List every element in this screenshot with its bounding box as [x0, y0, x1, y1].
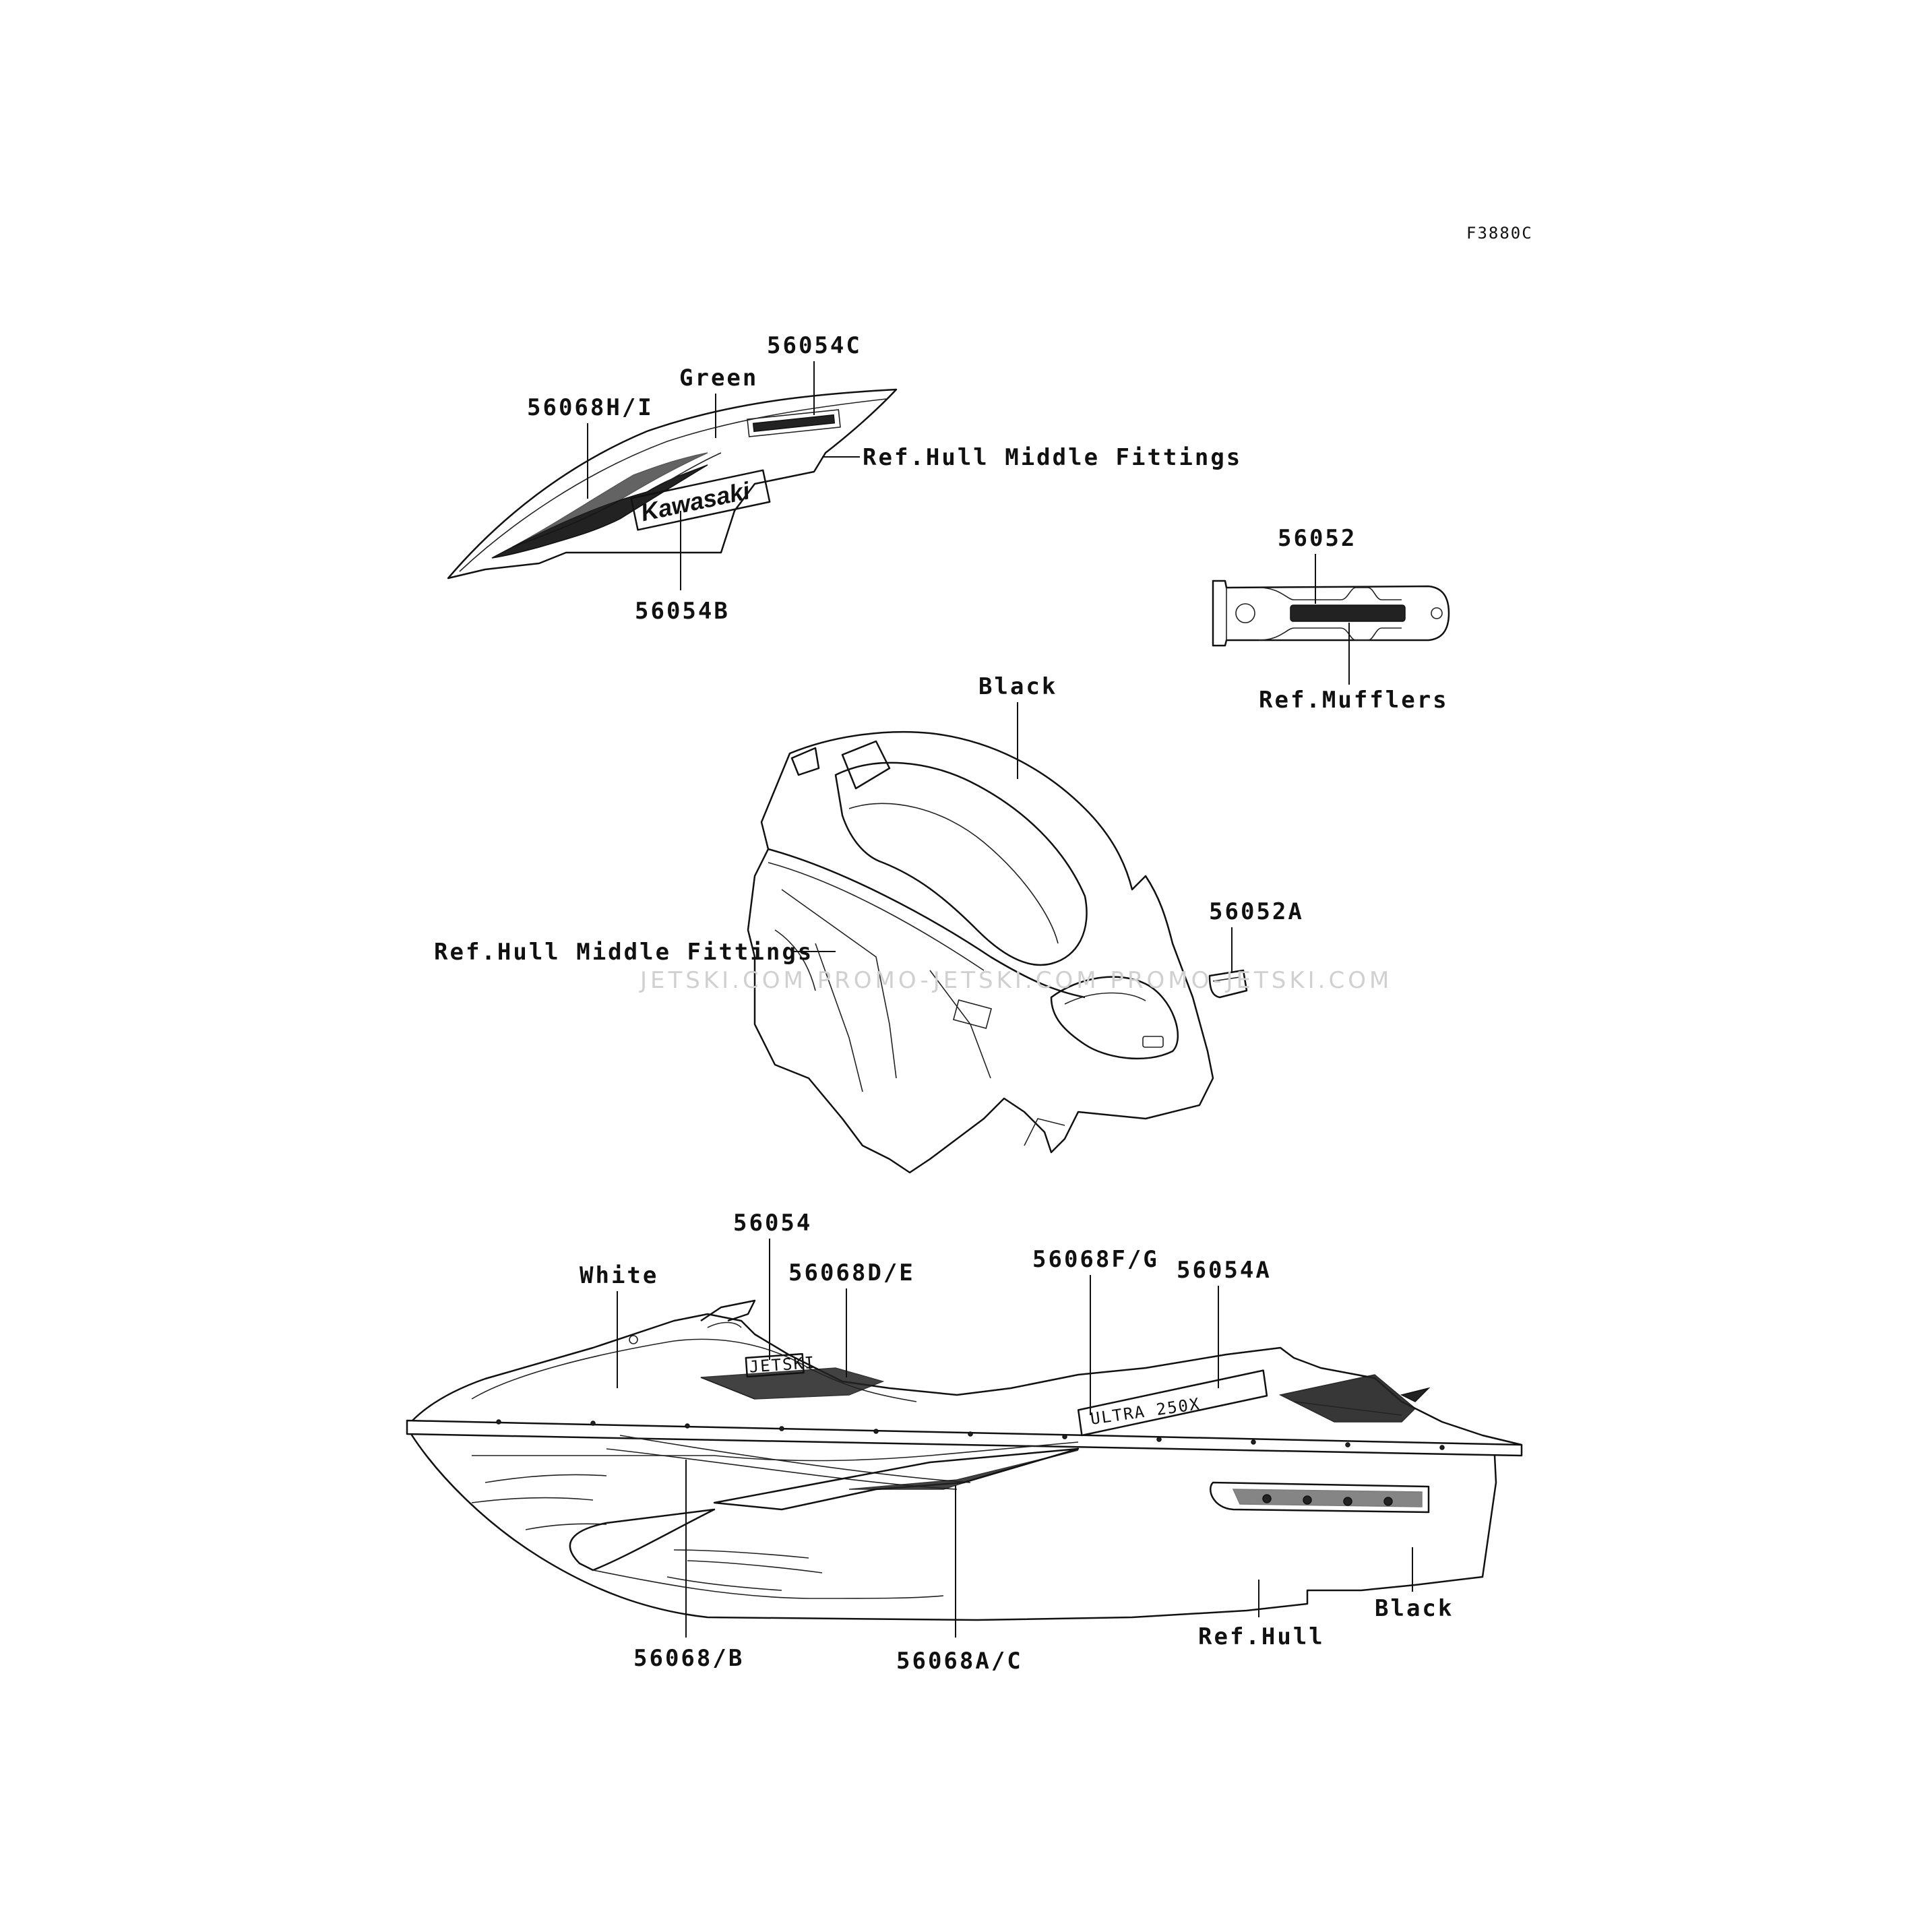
diagram-code: F3880C	[1466, 224, 1533, 243]
label-black-middle: Black	[978, 673, 1057, 700]
muffler-badge	[1290, 604, 1406, 622]
decal-56052a	[1208, 969, 1248, 999]
label-ref-hull-middle-top: Ref.Hull Middle Fittings	[863, 444, 1242, 471]
label-56052: 56052	[1278, 525, 1357, 552]
muffler-decal	[1212, 580, 1450, 647]
label-56068hi: 56068H/I	[527, 394, 654, 421]
ultra-logo: ULTRA 250X	[1089, 1394, 1202, 1429]
label-ref-mufflers: Ref.Mufflers	[1259, 687, 1449, 714]
hull-middle-fittings	[747, 730, 1214, 1174]
label-ref-hull-middle-left: Ref.Hull Middle Fittings	[434, 939, 813, 966]
label-56068de: 56068D/E	[788, 1259, 915, 1286]
label-56068ac: 56068A/C	[896, 1648, 1023, 1675]
label-black-hull: Black	[1375, 1595, 1454, 1622]
label-56068fg: 56068F/G	[1032, 1246, 1159, 1273]
hull-side-view: JETSKI ULTRA 250X	[406, 1299, 1523, 1621]
jetski-logo-frame	[745, 1352, 805, 1378]
label-56054a: 56054A	[1177, 1257, 1272, 1284]
watermark: JETSKI.COM PROMO-JETSKI.COM PROMO-JETSKI…	[639, 967, 1392, 994]
label-56054: 56054	[733, 1210, 812, 1237]
label-ref-hull: Ref.Hull	[1198, 1623, 1325, 1650]
side-panel-decal: Kawasaki	[447, 388, 898, 580]
badge-56054c	[752, 414, 836, 433]
label-56054c: 56054C	[767, 332, 862, 359]
label-green: Green	[679, 365, 758, 392]
label-56068b: 56068/B	[633, 1645, 744, 1672]
kawasaki-logo-frame	[630, 469, 771, 531]
label-white: White	[580, 1262, 658, 1289]
label-56052a: 56052A	[1209, 898, 1304, 925]
label-56054b: 56054B	[635, 598, 730, 625]
jetski-logo: JETSKI	[749, 1353, 816, 1377]
